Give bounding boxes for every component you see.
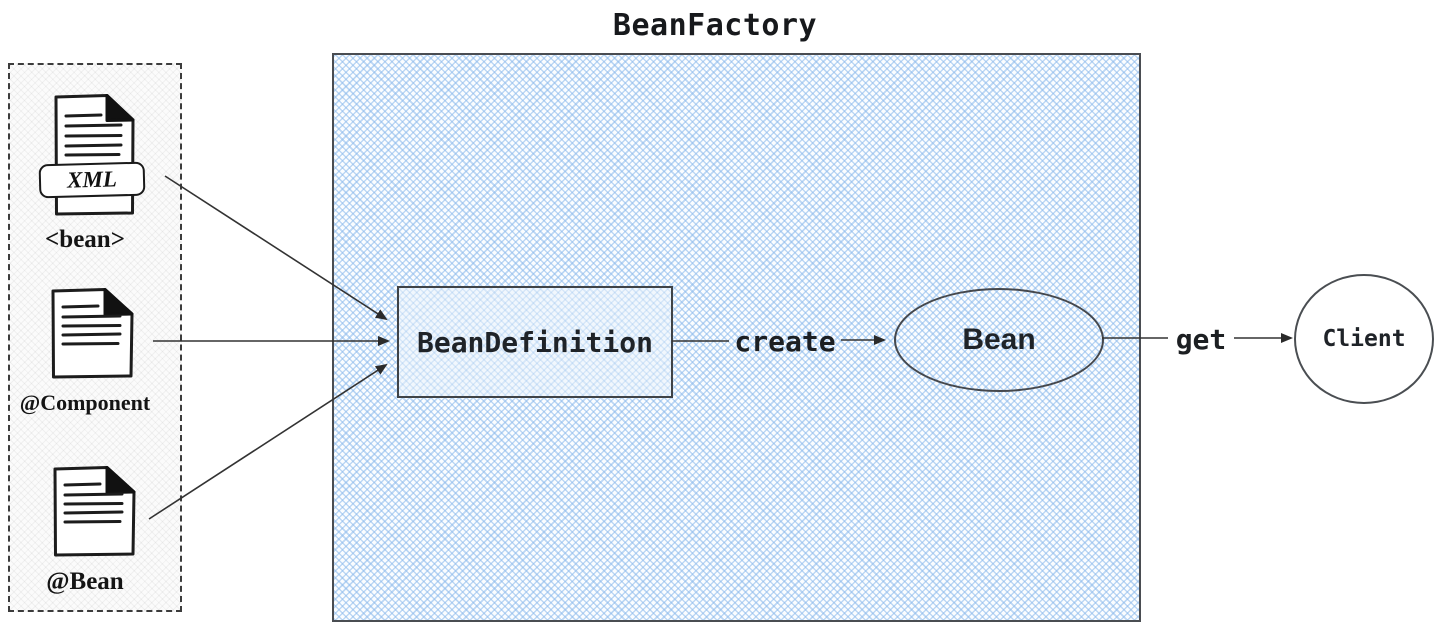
xml-badge-label: XML <box>66 166 118 193</box>
bean-definition-label: BeanDefinition <box>416 325 653 359</box>
client-node: Client <box>1294 274 1434 404</box>
create-edge-label: create <box>734 325 836 358</box>
xml-badge: XML <box>38 161 146 199</box>
bean-method-config-item <box>50 465 140 558</box>
client-label: Client <box>1322 326 1406 352</box>
bean-method-config-label: @Bean <box>46 568 124 595</box>
component-config-item <box>48 287 138 380</box>
bean-definition-node: BeanDefinition <box>397 286 673 398</box>
bean-label: Bean <box>962 323 1036 356</box>
xml-config-label: <bean> <box>45 226 125 253</box>
bean-node: Bean <box>894 288 1104 392</box>
component-config-label: @Component <box>19 390 151 415</box>
xml-config-item: XML <box>38 92 151 217</box>
document-icon <box>54 94 135 216</box>
document-icon <box>53 466 136 557</box>
diagram-title: BeanFactory <box>612 8 818 43</box>
get-edge-label: get <box>1175 323 1227 356</box>
document-icon <box>51 288 134 379</box>
